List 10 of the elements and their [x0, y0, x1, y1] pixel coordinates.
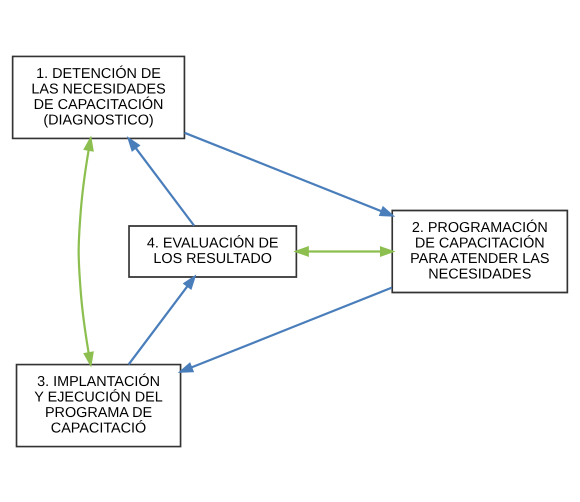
arrow	[178, 286, 392, 372]
arrow	[78, 134, 94, 368]
arrow	[184, 131, 396, 216]
node-box: 2. PROGRAMACIÓN DE CAPACITACIÓN PARA ATENDER LAS NECESIDADES	[391, 209, 568, 293]
node-box: 4. EVALUACIÓN DE LOS RESULTADO	[128, 224, 298, 278]
arrow	[128, 274, 196, 365]
node-box: 3. IMPLANTACIÓN Y EJECUCIÓN DEL PROGRAMA DE CAPACITACIÓ	[16, 363, 182, 447]
arrow	[126, 136, 195, 226]
arrow	[293, 246, 396, 256]
node-box: 1. DETENCIÓN DE LAS NECESIDADES DE CAPACITACIÓN (DIAGNOSTICO)	[12, 55, 186, 139]
